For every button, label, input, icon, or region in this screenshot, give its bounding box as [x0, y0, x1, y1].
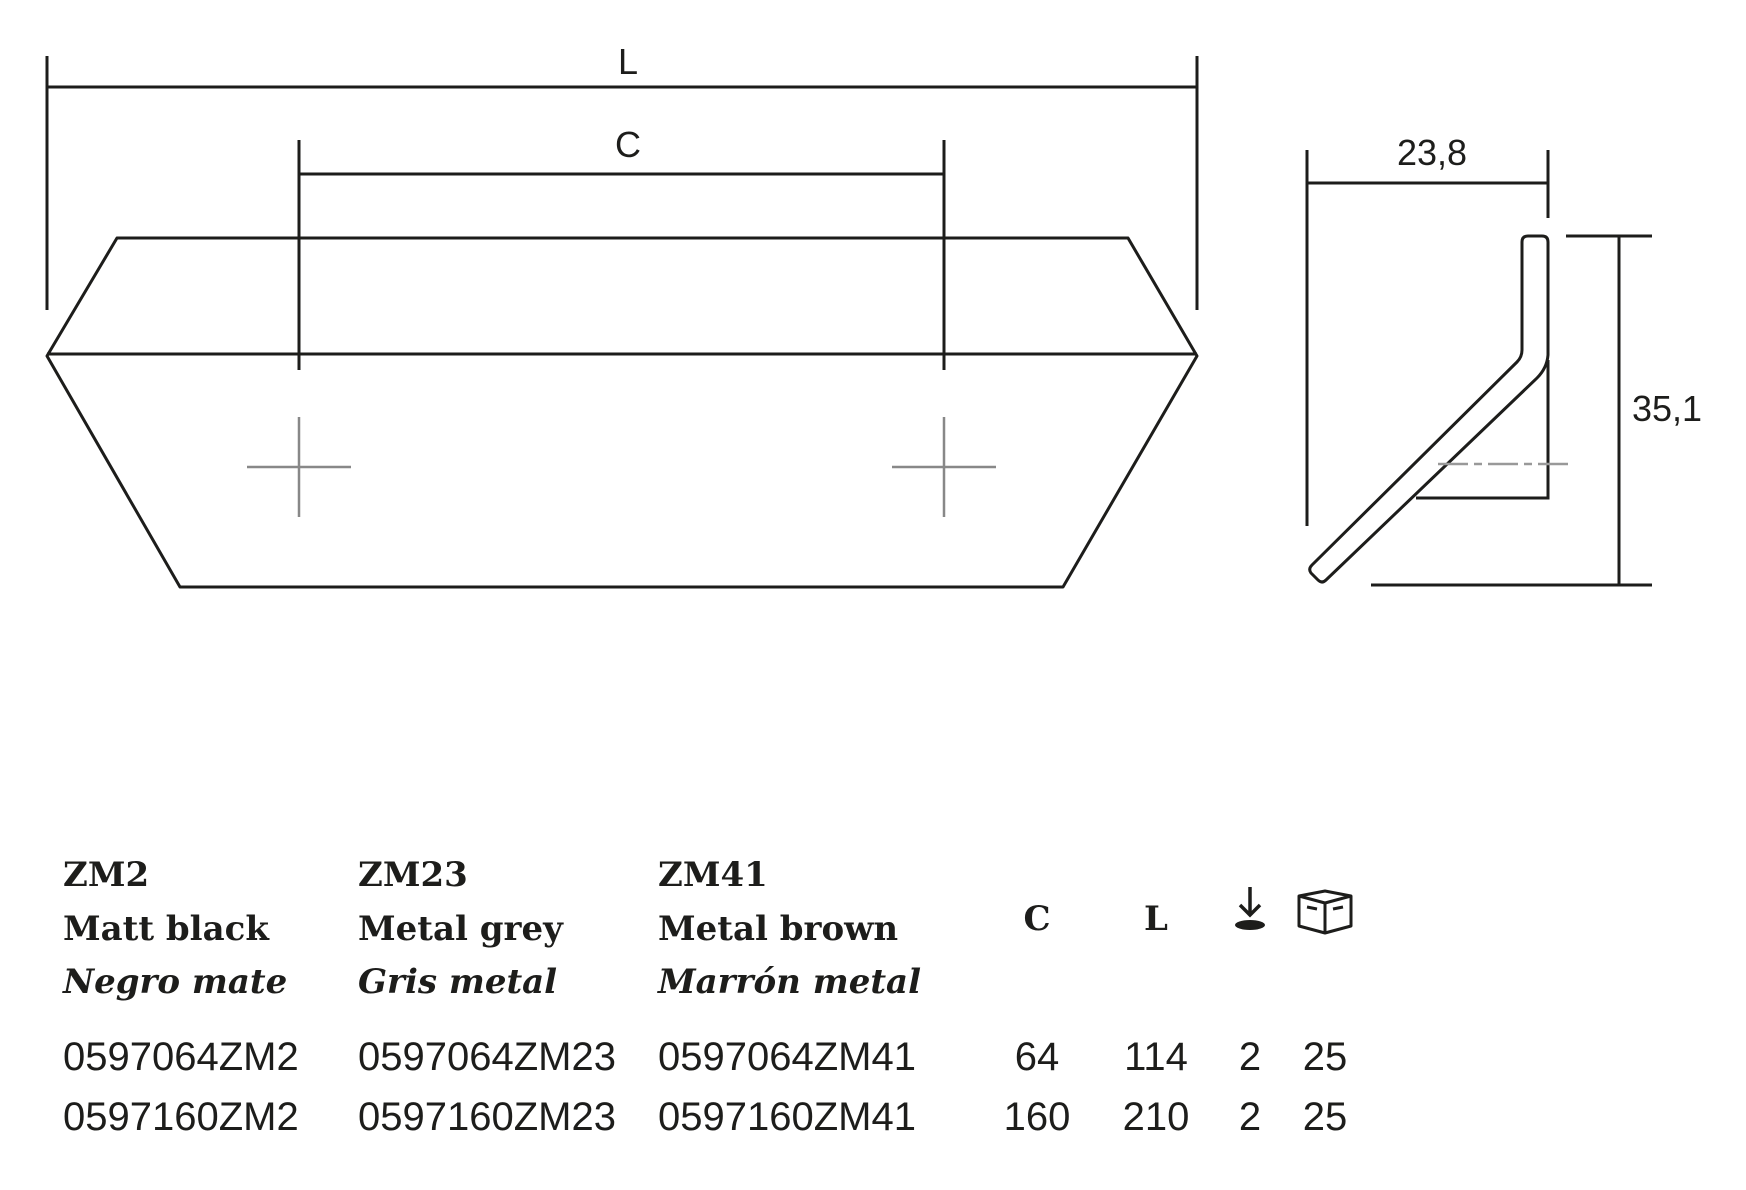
reference-code: 0597064ZM2: [63, 1035, 299, 1079]
width-label: 23,8: [1396, 132, 1468, 173]
box-icon: [1297, 889, 1353, 935]
hole-marks: [247, 417, 996, 517]
side-view: [1305, 150, 1652, 587]
front-view: [45, 56, 1199, 589]
reference-code: 0597160ZM2: [63, 1095, 299, 1139]
finish-name-en: Matt black: [63, 909, 269, 949]
finish-name-es: Gris metal: [358, 962, 558, 1002]
l-value: 210: [1122, 1095, 1190, 1139]
technical-drawing: [45, 56, 1652, 589]
download-tray-icon: [1235, 887, 1265, 930]
header-l: L: [1144, 899, 1168, 939]
profile-outline: [1308, 234, 1550, 584]
box-qty-value: 25: [1302, 1095, 1348, 1139]
center-label: C: [615, 124, 641, 165]
reference-code: 0597064ZM23: [358, 1035, 616, 1079]
finish-name-en: Metal grey: [358, 909, 563, 949]
l-value: 114: [1124, 1035, 1188, 1079]
finish-code: ZM23: [358, 855, 468, 895]
reference-code: 0597064ZM41: [658, 1035, 916, 1079]
screws-value: 2: [1238, 1035, 1262, 1079]
box-qty-value: 25: [1302, 1035, 1348, 1079]
header-c: C: [1023, 899, 1051, 939]
reference-code: 0597160ZM41: [658, 1095, 916, 1139]
finish-name-en: Metal brown: [658, 909, 899, 949]
screws-value: 2: [1238, 1095, 1262, 1139]
finish-code: ZM2: [63, 855, 150, 895]
finish-name-es: Marrón metal: [658, 962, 921, 1002]
c-value: 160: [1003, 1095, 1071, 1139]
finish-code: ZM41: [658, 855, 768, 895]
handle-outline: [45, 236, 1199, 589]
reference-code: 0597160ZM23: [358, 1095, 616, 1139]
c-value: 64: [1014, 1035, 1060, 1079]
height-label: 35,1: [1631, 388, 1703, 429]
finish-name-es: Negro mate: [63, 962, 288, 1002]
length-label: L: [617, 41, 639, 82]
